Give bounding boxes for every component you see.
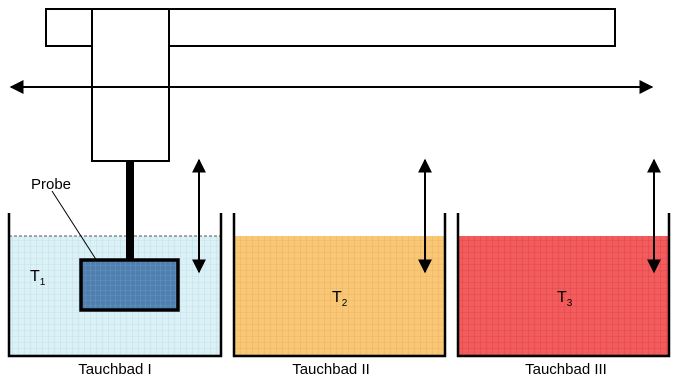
bath-2-container [232, 213, 447, 358]
bath-1-temp-symbol: T [30, 268, 40, 285]
bath-1-container [7, 213, 223, 358]
probe-leader-line [51, 190, 98, 262]
probe-sample [79, 258, 180, 312]
bath-3-container [456, 213, 671, 358]
bath-2-label: Tauchbad II [292, 361, 370, 378]
bath-3 [456, 213, 671, 358]
bath-3-temp-index: 3 [566, 298, 573, 310]
bath-3-liquid [458, 236, 669, 356]
bath-3-label: Tauchbad III [525, 361, 607, 378]
bath-3-temperature: T3 [557, 289, 572, 309]
bath-2-liquid [234, 236, 445, 356]
probe-label: Probe [31, 176, 72, 193]
bath-2-temp-symbol: T [332, 289, 342, 306]
bath-2 [232, 213, 447, 358]
bath-1-temp-index: 1 [39, 277, 46, 289]
bath-1-label: Tauchbad I [78, 361, 152, 378]
bath-2-temp-index: 2 [341, 298, 348, 310]
bath-2-temperature: T2 [332, 289, 347, 309]
bath-3-temp-symbol: T [557, 289, 567, 306]
carriage [91, 8, 170, 162]
bath-1-temperature: T1 [30, 268, 45, 288]
